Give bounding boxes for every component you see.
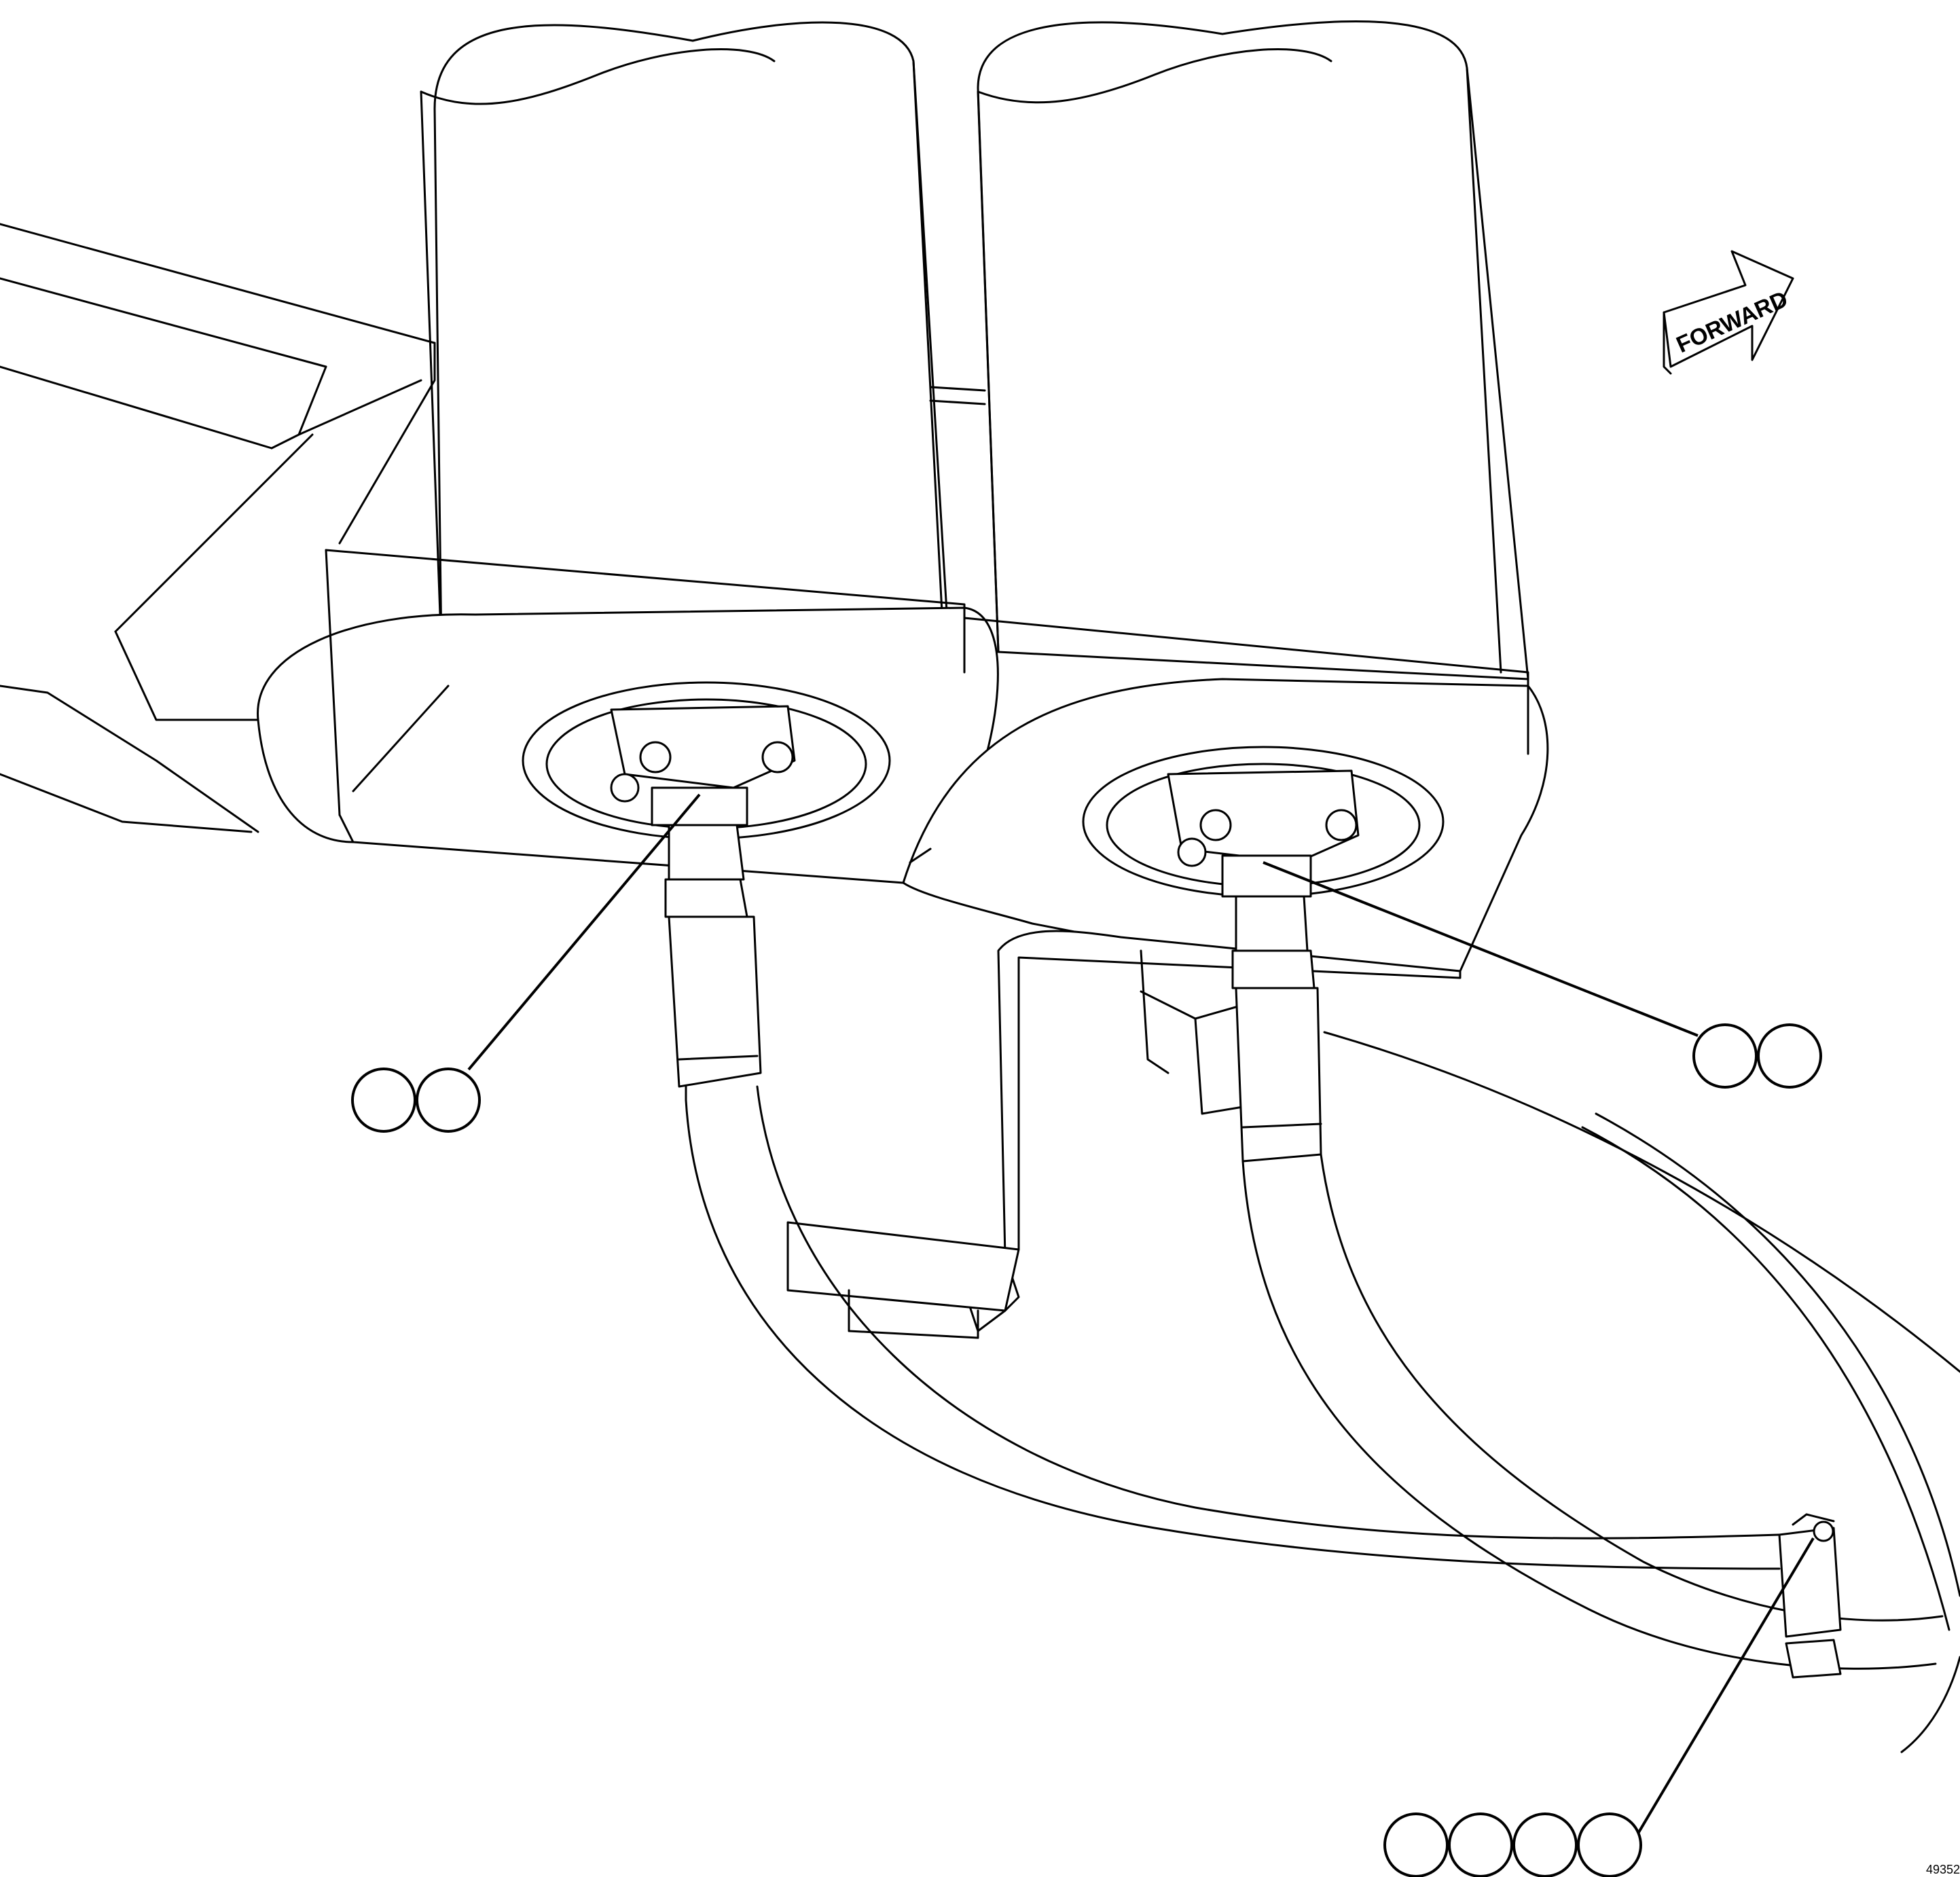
callout-bubble <box>351 1068 416 1133</box>
right-motor <box>977 20 1529 680</box>
callout-bubble <box>416 1068 481 1133</box>
left-motor <box>420 21 986 680</box>
left-hose <box>668 915 1781 1570</box>
forward-arrow: FORWARD <box>1663 250 1794 375</box>
callout-bubble <box>1512 1812 1578 1877</box>
callout-right-motor-fitting <box>1692 1023 1822 1089</box>
frame-rails <box>0 223 436 833</box>
callout-bubble <box>1692 1023 1758 1089</box>
callout-bubble <box>1577 1812 1642 1877</box>
callout-bubble <box>1757 1023 1822 1089</box>
right-fitting <box>1167 769 1360 989</box>
callout-bubble <box>1448 1812 1513 1877</box>
hose-clamp <box>1778 1513 1842 1679</box>
callout-left-motor-fitting <box>351 1068 481 1133</box>
outer-hose-loop <box>1323 1031 1960 1753</box>
leader-lines <box>467 793 1815 1848</box>
lower-bracket <box>786 930 1462 1339</box>
left-fitting <box>610 705 796 918</box>
figure-number: 49352 <box>1925 1863 1960 1876</box>
callout-bubble <box>1383 1812 1449 1877</box>
callout-hose-clamp <box>1383 1812 1642 1877</box>
